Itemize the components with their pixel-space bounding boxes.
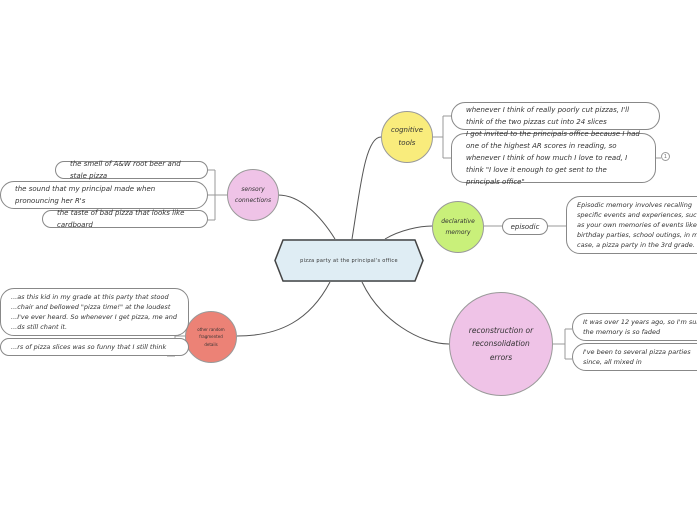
other-detail-item[interactable]: ...rs of pizza slices was so funny that … [0,338,189,356]
reconstruction-group: It was over 12 years ago, so I'm sure th… [572,313,697,371]
item-text: Episodic memory involves recalling speci… [577,201,697,249]
item-text: I got invited to the principals office b… [466,130,640,186]
central-topic[interactable]: pizza party at the principal's office [274,239,424,282]
item-text: whenever I think of really poorly cut pi… [466,106,630,126]
other-detail-item[interactable]: ...as this kid in my grade at this party… [0,288,189,336]
declarative-item[interactable]: Episodic memory involves recalling speci… [566,196,697,254]
item-text: episodic [510,222,540,231]
cognitive-item[interactable]: I got invited to the principals office b… [451,130,656,186]
topic-label: other random fragmented details [197,326,225,347]
sensory-item[interactable]: the smell of A&W root beer and stale piz… [55,160,208,180]
topic-declarative-memory[interactable]: declarative memory [432,201,484,253]
central-topic-label: pizza party at the principal's office [300,257,398,264]
cognitive-item[interactable]: whenever I think of really poorly cut pi… [451,102,660,130]
declarative-group: Episodic memory involves recalling speci… [566,196,697,254]
topic-label: reconstruction or reconsolidation errors [468,325,534,362]
collapsed-count-badge[interactable]: 1 [661,152,670,161]
topic-label: sensory connections [234,185,272,204]
topic-other-details[interactable]: other random fragmented details [185,311,237,363]
topic-cognitive-tools[interactable]: cognitive tools [381,111,433,163]
sensory-item[interactable]: the taste of bad pizza that looks like c… [42,209,208,229]
item-text: the sound that my principal made when pr… [15,185,156,205]
central-topic-border [274,239,424,282]
subtopic-episodic[interactable]: episodic [502,218,548,235]
topic-reconstruction-errors[interactable]: reconstruction or reconsolidation errors [449,292,553,396]
item-text: I've been to several pizza parties since… [583,348,691,366]
other-details-group: ...as this kid in my grade at this party… [0,288,189,356]
reconstruction-item[interactable]: It was over 12 years ago, so I'm sure th… [572,313,697,341]
item-text: It was over 12 years ago, so I'm sure th… [583,318,697,336]
topic-label: cognitive tools [390,126,424,147]
topic-label: declarative memory [441,217,475,236]
item-text: the taste of bad pizza that looks like c… [57,209,185,229]
item-text: the smell of A&W root beer and stale piz… [70,160,181,180]
item-text: ...as this kid in my grade at this party… [11,293,177,331]
item-text: ...rs of pizza slices was so funny that … [11,343,167,351]
topic-sensory-connections[interactable]: sensory connections [227,169,279,221]
sensory-item[interactable]: the sound that my principal made when pr… [0,181,208,209]
reconstruction-item[interactable]: I've been to several pizza parties since… [572,343,697,371]
